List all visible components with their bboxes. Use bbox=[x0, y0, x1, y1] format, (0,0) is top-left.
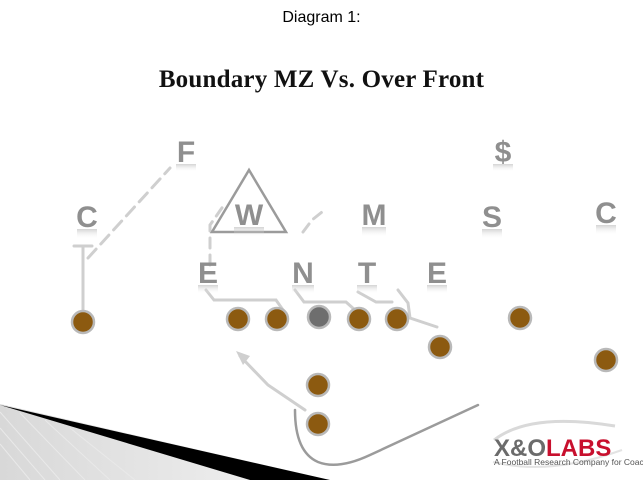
player-running-back bbox=[305, 411, 331, 437]
player-tight-end bbox=[427, 334, 453, 360]
label-reflections bbox=[77, 164, 616, 294]
label-mike: M bbox=[362, 199, 387, 232]
diagram-caption: Diagram 1: bbox=[282, 9, 361, 26]
label-corner-left: C bbox=[76, 201, 98, 234]
label-will: W bbox=[235, 199, 264, 232]
player-left-tackle bbox=[225, 306, 251, 332]
logo-tagline: A Football Research Company for Coaches bbox=[494, 457, 643, 467]
offense-players bbox=[70, 304, 619, 437]
label-sam: S bbox=[482, 201, 502, 234]
label-end-left: E bbox=[198, 257, 218, 290]
label-strong-safety-dollar: $ bbox=[495, 136, 512, 169]
label-free-safety: F bbox=[177, 136, 195, 169]
logo-brand-prefix: X&O bbox=[494, 435, 546, 462]
player-quarterback bbox=[305, 372, 331, 398]
logo-brand-suffix: LABS bbox=[546, 435, 611, 462]
xo-labs-logo: X&OLABS A Football Research Company for … bbox=[492, 419, 643, 468]
player-wr-left bbox=[70, 309, 96, 335]
label-tackle: T bbox=[358, 257, 376, 290]
player-right-tackle bbox=[384, 306, 410, 332]
defense-labels: F $ C W M S C E N T E bbox=[76, 136, 617, 290]
label-end-right: E bbox=[427, 257, 447, 290]
assignment-lines bbox=[72, 166, 480, 467]
diagram-title: Boundary MZ Vs. Over Front bbox=[158, 66, 485, 93]
player-left-guard bbox=[264, 306, 290, 332]
label-corner-right: C bbox=[595, 197, 617, 230]
player-wr-right bbox=[593, 347, 619, 373]
player-slot-right bbox=[507, 305, 533, 331]
logo-brand-text: X&OLABS bbox=[494, 435, 611, 462]
label-nose: N bbox=[292, 257, 314, 290]
decorative-swoosh bbox=[0, 404, 330, 480]
player-center bbox=[306, 304, 332, 330]
player-right-guard bbox=[346, 306, 372, 332]
